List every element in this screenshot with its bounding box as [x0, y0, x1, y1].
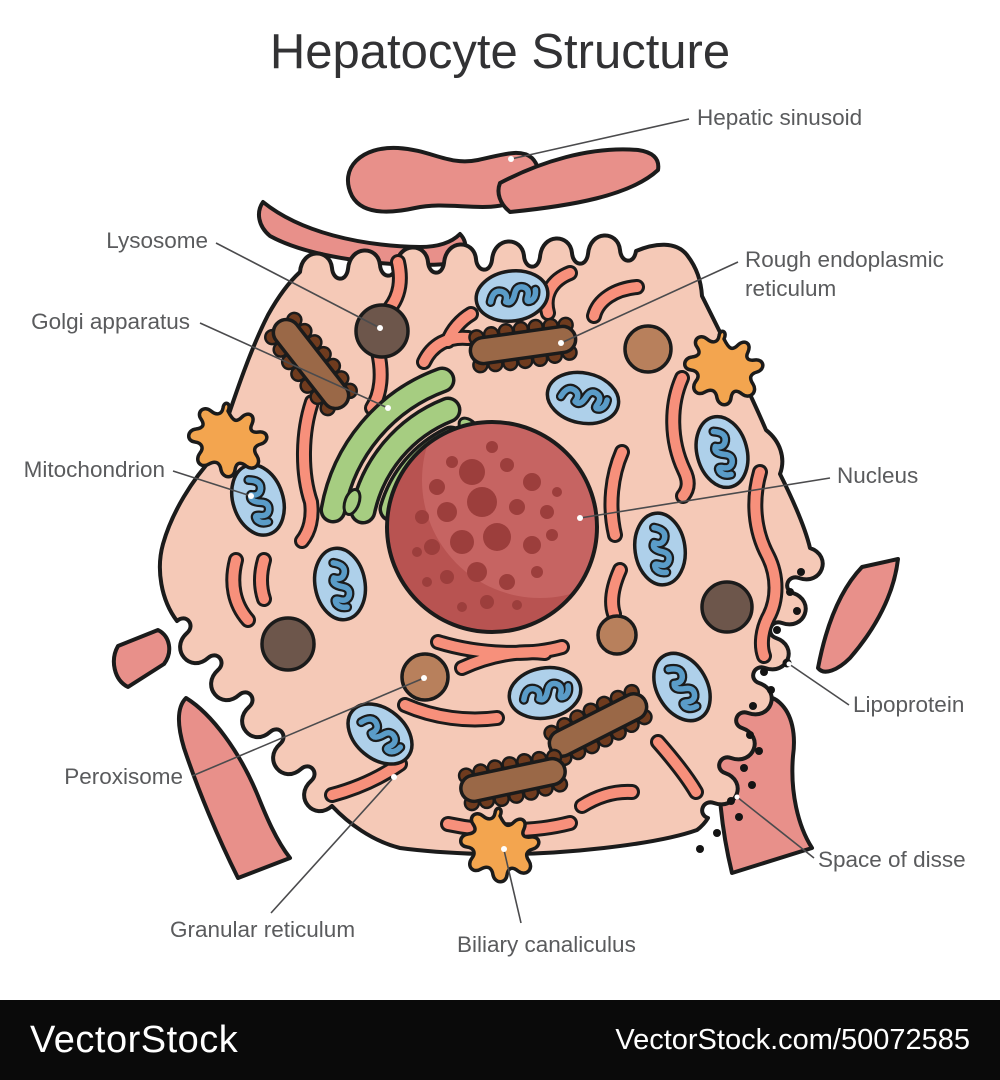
label-rough-er-line2: reticulum [745, 276, 836, 301]
label-peroxisome: Peroxisome [64, 764, 183, 789]
lysosomes [260, 303, 754, 672]
diagram-labels: Hepatic sinusoid Lysosome Rough endoplas… [24, 105, 966, 957]
label-space-of-disse: Space of disse [818, 847, 966, 872]
label-lipoprotein: Lipoprotein [853, 692, 964, 717]
label-rough-er-line1: Rough endoplasmic [745, 247, 944, 272]
label-nucleus: Nucleus [837, 463, 918, 488]
leader-lines [172, 118, 850, 924]
label-mitochondrion: Mitochondrion [24, 457, 165, 482]
label-golgi: Golgi apparatus [31, 309, 190, 334]
label-biliary-canaliculus: Biliary canaliculus [457, 932, 636, 957]
nucleus [385, 420, 599, 634]
label-hepatic-sinusoid: Hepatic sinusoid [697, 105, 862, 130]
label-lysosome: Lysosome [106, 228, 208, 253]
watermark-bar: VectorStock VectorStock.com/50072585 [0, 1000, 1000, 1080]
label-granular-reticulum: Granular reticulum [170, 917, 355, 942]
peroxisomes [400, 324, 673, 702]
leader-endpoint-dots [248, 156, 792, 852]
vectorstock-logo: VectorStock [30, 1018, 239, 1061]
nucleolus-spots [412, 441, 562, 612]
page-title: Hepatocyte Structure [269, 25, 731, 79]
watermark-credit-url: VectorStock.com/50072585 [615, 1023, 970, 1056]
